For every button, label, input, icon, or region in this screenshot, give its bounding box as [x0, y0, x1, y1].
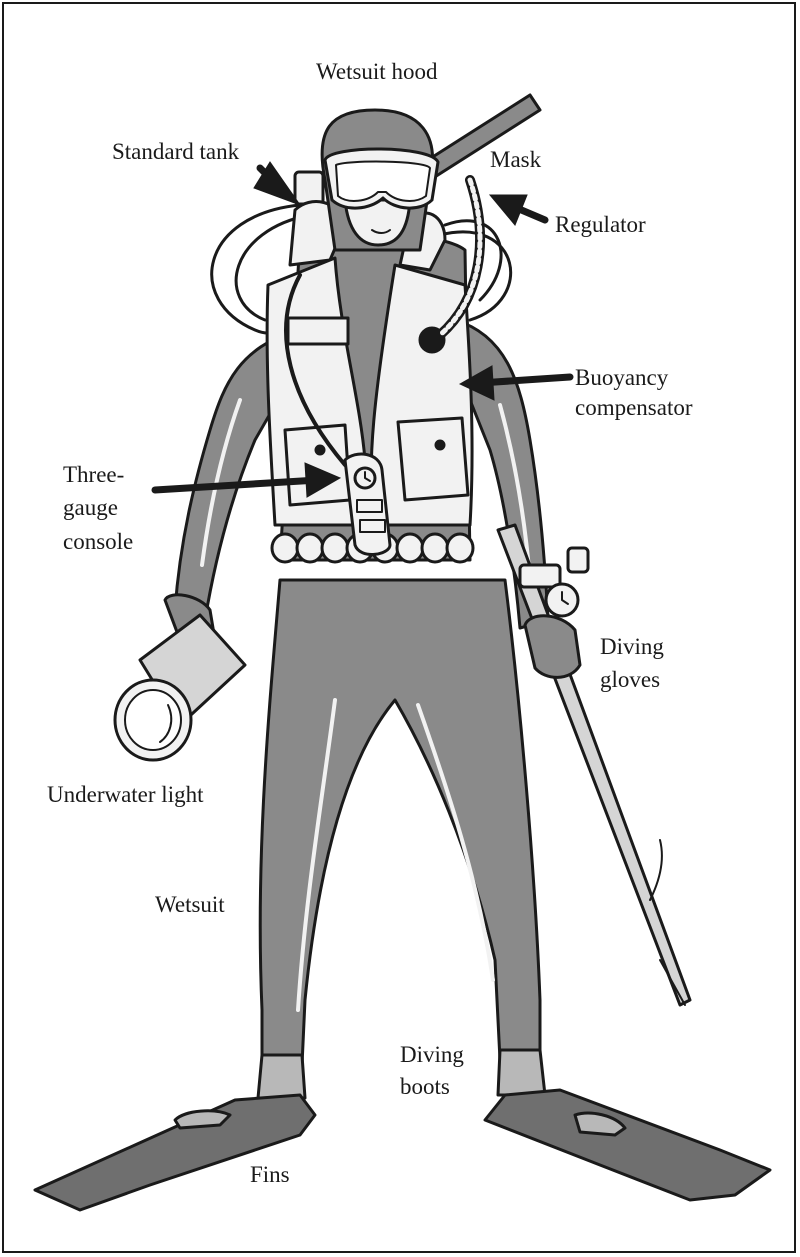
- label-console-line3: console: [63, 527, 133, 557]
- bc-pocket-right: [398, 418, 468, 500]
- glove-right: [525, 616, 580, 678]
- tank-valve: [295, 172, 323, 204]
- boot-left: [258, 1055, 305, 1098]
- label-standard-tank: Standard tank: [112, 137, 239, 167]
- label-buoyancy-line2: compensator: [575, 393, 693, 423]
- label-fins: Fins: [250, 1160, 290, 1190]
- bc-pocket-left: [285, 425, 350, 505]
- label-underwater-light: Underwater light: [47, 780, 203, 810]
- label-boots-line2: boots: [400, 1072, 450, 1102]
- label-mask: Mask: [490, 145, 541, 175]
- label-wetsuit-hood: Wetsuit hood: [316, 57, 437, 87]
- wetsuit-legs: [260, 580, 540, 1065]
- label-boots-line1: Diving: [400, 1040, 464, 1070]
- label-gloves-line2: gloves: [600, 665, 660, 695]
- wrist-strap: [520, 565, 560, 587]
- label-buoyancy-line1: Buoyancy: [575, 363, 668, 393]
- regulator-arrow: [490, 195, 527, 225]
- label-console-line2: gauge: [63, 493, 118, 523]
- label-console-line1: Three-: [63, 460, 124, 490]
- boot-right: [498, 1050, 545, 1095]
- label-gloves-line1: Diving: [600, 632, 664, 662]
- fin-right: [485, 1090, 770, 1200]
- fin-left: [35, 1095, 315, 1210]
- label-regulator: Regulator: [555, 210, 646, 240]
- bc-pocket-top: [288, 318, 348, 344]
- label-wetsuit: Wetsuit: [155, 890, 225, 920]
